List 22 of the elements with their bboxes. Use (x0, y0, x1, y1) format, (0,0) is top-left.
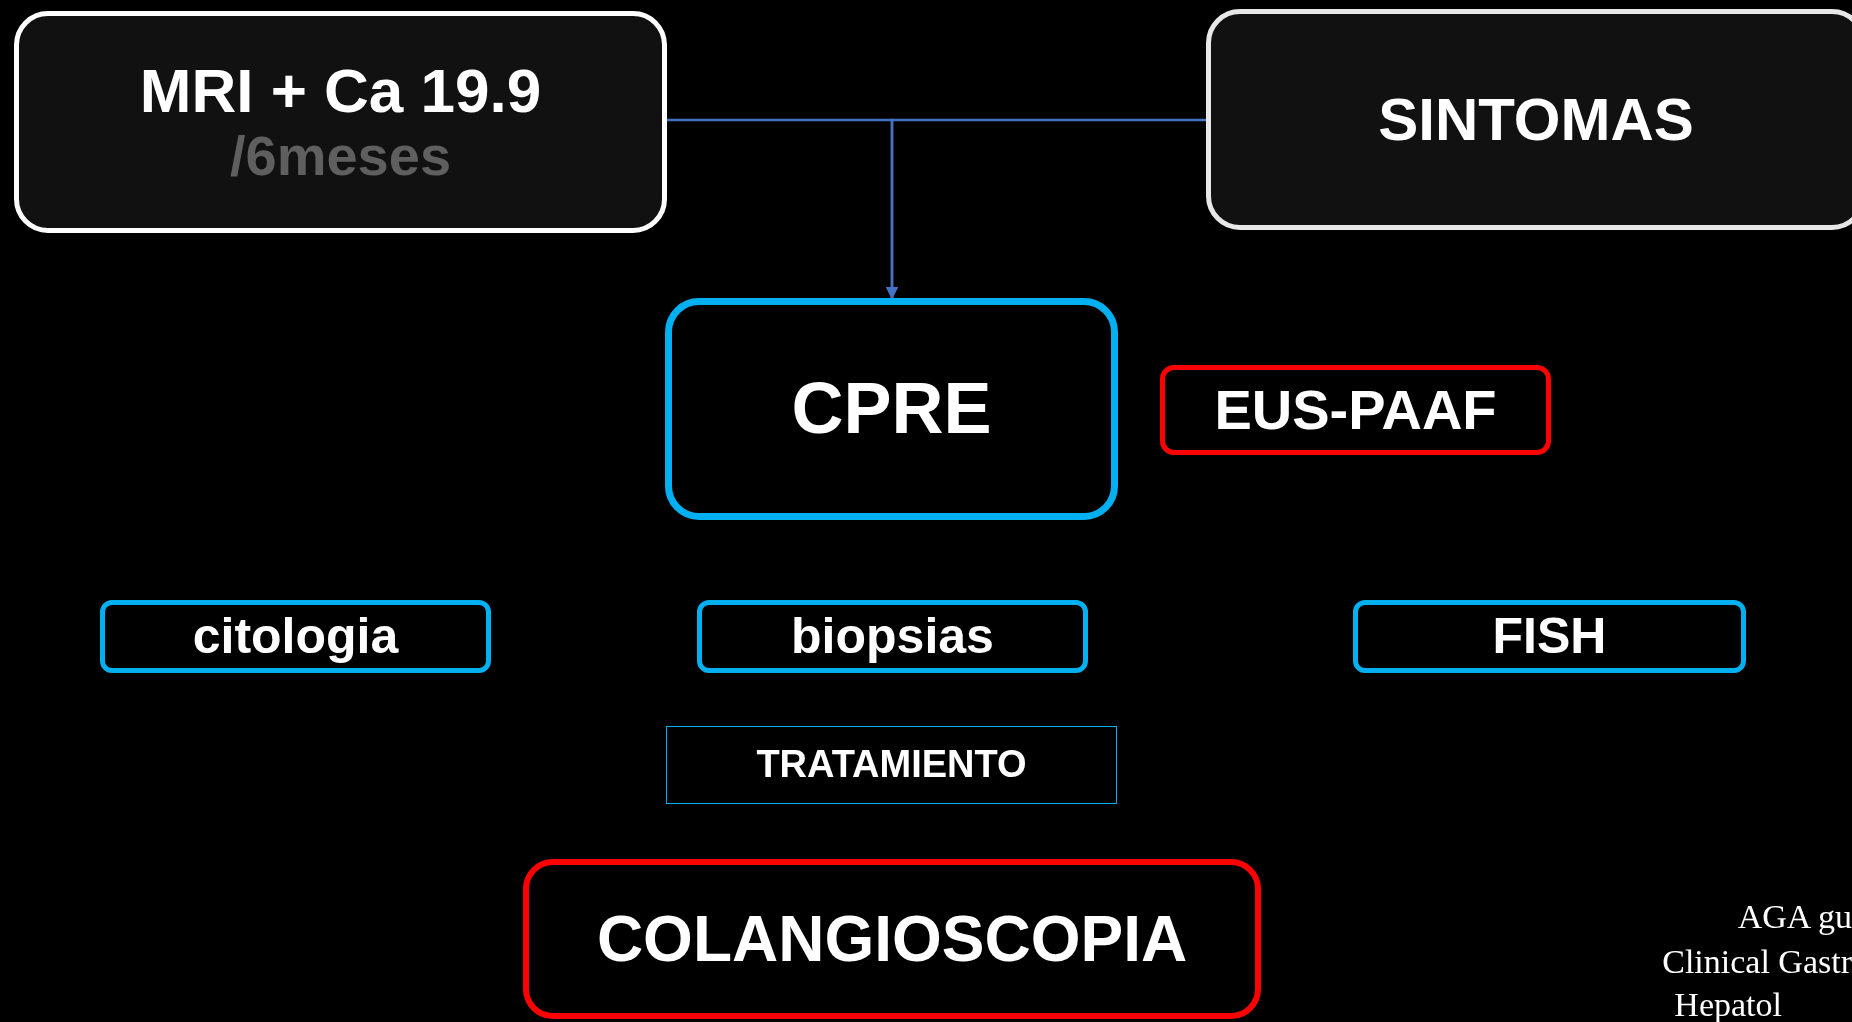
arrow (885, 118, 1206, 300)
process-box (697, 600, 1088, 673)
process-box (1353, 600, 1746, 673)
process-box (523, 859, 1261, 1019)
box-label: MRI + Ca 19.9 (139, 57, 542, 126)
box-label: EUS-PAAF (1214, 379, 1497, 441)
process-box (1206, 9, 1852, 230)
box-sublabel: /6meses (229, 125, 452, 187)
box-label: SINTOMAS (1378, 86, 1694, 153)
process-box (666, 726, 1117, 804)
process-box (100, 600, 491, 673)
box-label: CPRE (791, 369, 992, 449)
box-label: TRATAMIENTO (756, 744, 1027, 786)
process-box (665, 298, 1118, 520)
process-box (14, 11, 667, 233)
citation-text: Clinical Gastr (1662, 945, 1852, 979)
citation-text: AGA gu (1737, 900, 1852, 934)
box-label: citologia (192, 609, 399, 664)
box-label: FISH (1492, 609, 1607, 664)
box-label: COLANGIOSCOPIA (596, 903, 1188, 975)
process-box (1160, 365, 1551, 455)
box-label: biopsias (791, 609, 994, 664)
